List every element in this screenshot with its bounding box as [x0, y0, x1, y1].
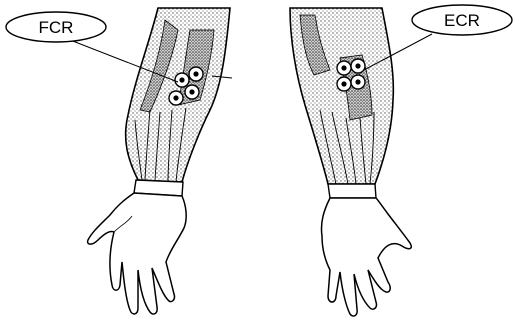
left-hand: [88, 193, 187, 314]
left-forearm: [88, 8, 232, 314]
ecr-label-text: ECR: [444, 11, 480, 30]
fcr-label: FCR: [6, 12, 106, 42]
right-wrist-band: [328, 184, 376, 198]
fcr-label-text: FCR: [39, 18, 74, 37]
ecr-label: ECR: [412, 5, 512, 35]
right-hand: [321, 198, 411, 316]
